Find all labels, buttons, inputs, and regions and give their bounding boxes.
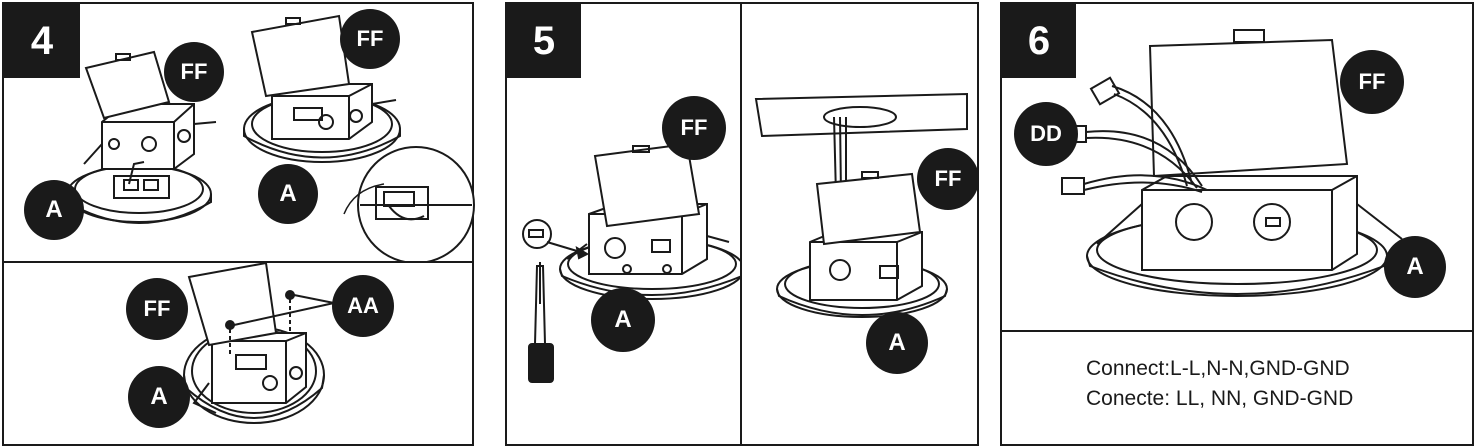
fixture-illustration-4b xyxy=(183,261,335,424)
step-number-4: 4 xyxy=(4,4,80,78)
panel-step-5-right: FF A xyxy=(740,2,979,446)
step-number-6: 6 xyxy=(1002,4,1076,78)
panel-step-5-left: 5 FF A xyxy=(505,2,745,446)
panel-step-4-bottom: FF AA A xyxy=(2,261,474,446)
caption-line-2: Conecte: LL, NN, GND-GND xyxy=(1086,387,1354,410)
label-dd: DD xyxy=(1014,102,1078,166)
panel-step-6-top: 6 xyxy=(1000,2,1474,332)
label-aa: AA xyxy=(332,275,394,337)
step-number-5: 5 xyxy=(507,4,581,78)
label-a: A xyxy=(591,288,655,352)
label-a: A xyxy=(24,180,84,240)
fixture-illustration-6 xyxy=(1061,29,1403,297)
caption-line-1: Connect:L-L,N-N,GND-GND xyxy=(1086,357,1350,380)
panel-step-4-top: 4 xyxy=(2,2,475,264)
fixture-illustration-4a xyxy=(66,14,475,264)
label-a-2: A xyxy=(258,164,318,224)
label-a: A xyxy=(1384,236,1446,298)
label-ff: FF xyxy=(126,278,188,340)
label-ff: FF xyxy=(662,96,726,160)
fixture-illustration-5a xyxy=(522,142,745,383)
label-ff-2: FF xyxy=(340,9,400,69)
label-ff: FF xyxy=(1340,50,1404,114)
fixture-illustration-5b xyxy=(754,92,968,318)
label-a: A xyxy=(866,312,928,374)
panel-step-6-caption: Connect:L-L,N-N,GND-GND Conecte: LL, NN,… xyxy=(1000,330,1474,446)
label-ff: FF xyxy=(917,148,979,210)
label-a: A xyxy=(128,366,190,428)
label-ff: FF xyxy=(164,42,224,102)
